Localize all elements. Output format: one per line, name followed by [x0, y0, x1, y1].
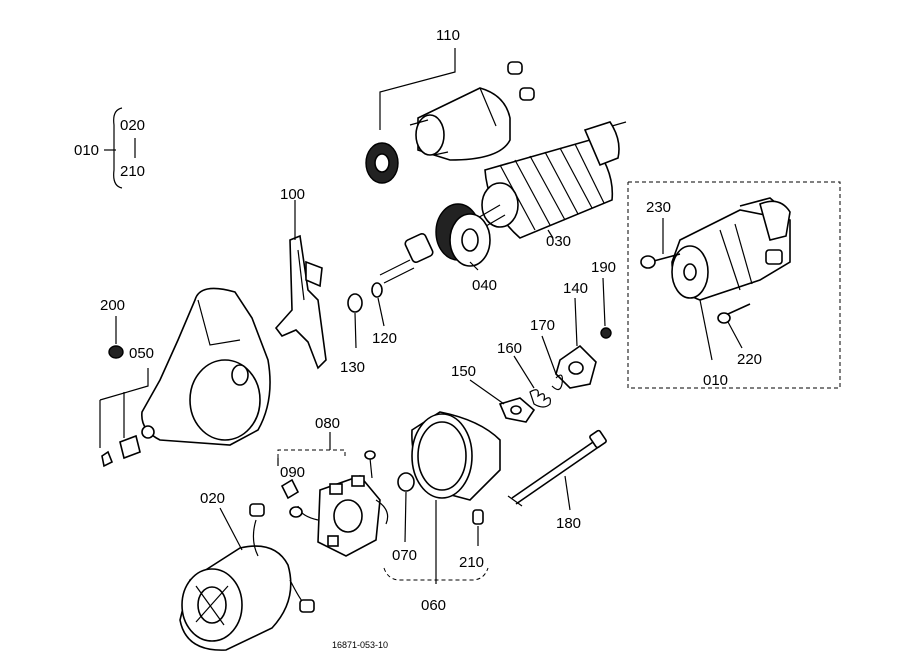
leader-020 — [219, 507, 243, 551]
label-190: 190 — [591, 259, 616, 276]
bracket-080-090 — [277, 449, 346, 458]
label-180: 180 — [556, 515, 581, 532]
leader-140 — [574, 297, 578, 347]
bracket-060 — [383, 567, 489, 581]
leader-030 — [547, 229, 554, 239]
bushing-130 — [347, 293, 363, 313]
leader-160 — [513, 355, 535, 389]
solenoid-switch — [365, 61, 535, 184]
label-010-group: 010 — [74, 142, 99, 159]
leader-070 — [404, 491, 407, 543]
label-210-group: 210 — [120, 163, 145, 180]
group-brace — [113, 107, 123, 189]
label-160: 160 — [497, 340, 522, 357]
leader-190 — [602, 277, 606, 327]
cover-140-hole — [568, 361, 584, 375]
starter-assembly — [671, 197, 791, 301]
leader-130 — [354, 312, 357, 349]
label-100: 100 — [280, 186, 305, 203]
label-130: 130 — [340, 359, 365, 376]
label-220: 220 — [737, 351, 762, 368]
label-080: 080 — [315, 415, 340, 432]
leader-110 — [379, 48, 456, 130]
label-230: 230 — [646, 199, 671, 216]
bushing-070 — [397, 472, 415, 492]
label-140: 140 — [563, 280, 588, 297]
yoke-field-coil — [179, 503, 315, 651]
label-170: 170 — [530, 317, 555, 334]
label-150: 150 — [451, 363, 476, 380]
nut-200 — [108, 345, 124, 359]
gasket-150-hole — [510, 405, 522, 415]
drive-housing — [101, 287, 271, 468]
brush-spring-090 — [280, 478, 300, 500]
label-020-group: 020 — [120, 117, 145, 134]
label-110: 110 — [436, 27, 460, 44]
leader-040 — [469, 261, 479, 271]
label-010-assy: 010 — [703, 372, 728, 389]
spring-160 — [529, 389, 551, 408]
spring-clip-170 — [551, 374, 563, 391]
leader-120 — [377, 297, 385, 327]
label-050: 050 — [129, 345, 154, 362]
label-200: 200 — [100, 297, 125, 314]
label-120: 120 — [372, 330, 397, 347]
leader-150 — [469, 379, 505, 405]
leader-050 — [99, 368, 149, 401]
label-040: 040 — [472, 277, 497, 294]
leader-010-assy — [699, 299, 713, 361]
screw-190 — [600, 327, 612, 339]
end-frame — [411, 411, 501, 501]
assembly-box — [627, 181, 841, 389]
drawing-number: 16871-053-10 — [332, 640, 388, 650]
shift-lever — [274, 234, 327, 370]
bolt-230 — [640, 253, 681, 269]
armature — [439, 121, 627, 251]
overrunning-clutch — [379, 203, 491, 284]
label-030: 030 — [546, 233, 571, 250]
pin-210 — [472, 509, 484, 525]
label-090: 090 — [280, 464, 305, 481]
leader-170 — [541, 335, 557, 375]
bolt-220 — [717, 303, 751, 324]
label-060: 060 — [421, 597, 446, 614]
washer-120 — [371, 282, 383, 298]
label-210: 210 — [459, 554, 484, 571]
through-bolt — [507, 429, 607, 507]
leader-220 — [727, 321, 743, 349]
leader-180 — [564, 475, 571, 511]
label-020: 020 — [200, 490, 225, 507]
label-070: 070 — [392, 547, 417, 564]
brush-holder — [289, 450, 389, 557]
